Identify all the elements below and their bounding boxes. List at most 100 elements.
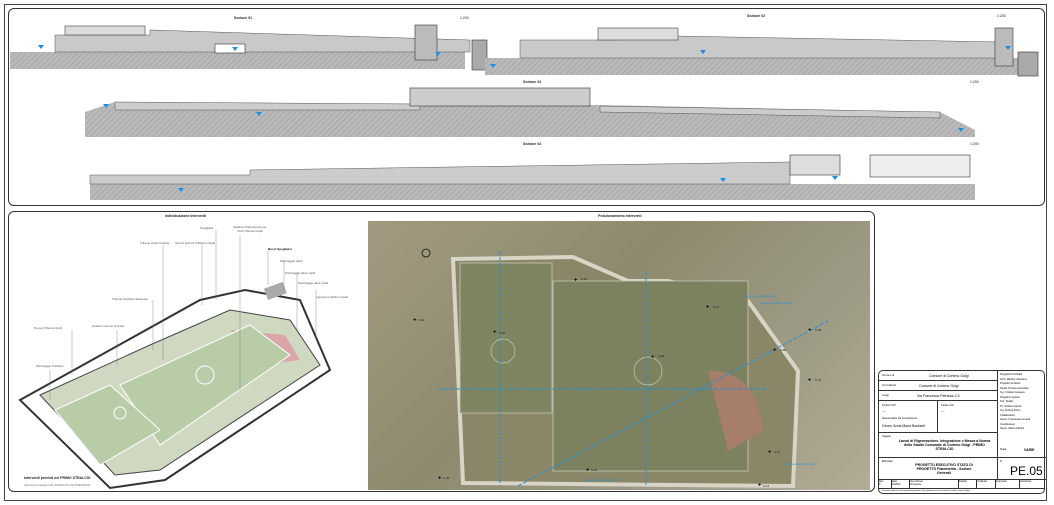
iso-label: Parcheggio atleti locali [298,281,329,285]
progettisti-item: Coordinatore [1000,422,1015,426]
ente-label: Comune di [882,374,895,377]
aerial-marker: S.05 [658,354,665,358]
elaborato-value: PROGETTO ESECUTIVO STATO DI PROGETTO Pla… [915,463,973,475]
committente-label: Committente [882,384,897,387]
svg-text:✚: ✚ [574,277,578,282]
rev-cell: - [995,483,997,486]
scala-value: VARIE [1024,448,1035,452]
rev-cell: - [977,483,979,486]
section-04 [89,154,975,200]
section-03-scale: 1:200 [970,80,979,84]
aerial-photo: ✚✚✚✚ ✚✚✚✚ ✚✚✚✚ [368,221,870,490]
rev-header: Approvato [995,480,1007,483]
progettisti-item: Geom. Francesca Lunardi [1000,418,1030,421]
rev-header: Redatto [958,480,967,483]
rev-cell: 0 [879,483,881,486]
progettisti-item: P.I. Andrea Caruso [1000,404,1022,408]
iso-label: Parcheggio Pubblico [36,364,64,368]
resp-label: Responsabile del procedimento [882,417,918,420]
rev-header: Descrizione [910,480,923,483]
aerial-marker: S.06 [780,348,787,352]
aerial-marker: S.03 [581,277,588,281]
tav-label: N. [1000,460,1003,463]
progettisti-item: Progettisti Architetti [1000,373,1023,376]
tav-number: PE.05 [1010,464,1043,478]
aerial-overlay: ✚✚✚✚ ✚✚✚✚ ✚✚✚✚ [413,248,829,489]
svg-text:✚: ✚ [586,467,590,472]
aerial-marker: S.02 [499,331,506,335]
section-02-scale: 1:200 [997,14,1006,18]
luogo-value: Via Francesco Petrarca 2-4 [917,394,960,398]
progettisti-item: Ing. Cristian Caruana [1000,391,1025,394]
rev-header: Rev. [879,480,884,483]
rev-cell: - [958,483,960,486]
iso-label: Servizi Igienici Pubblico Ospiti [175,241,216,245]
aerial-marker: S.11 [774,450,780,454]
iso-label: Spogliatoi [200,226,214,230]
section-03-title: Sezione 03 [523,80,542,84]
iso-label: Nuovi Spogliatoi [268,247,292,251]
section-04-scale: 1:200 [970,142,979,146]
aerial-marker: S.01 [418,318,425,322]
aerial-title: Posizionamento interventi [598,214,642,218]
rev-cell: 04/2023 [891,483,901,486]
cig-label: Codice CIG [941,404,954,407]
progettisti-item: S.R. Studio [1000,400,1014,403]
aerial-marker: S.10 [591,468,598,472]
svg-text:✚: ✚ [438,475,442,480]
iso-label: Ingresso pubblico locale [316,295,349,299]
iso-label: Stallone Ristrutturato per Club Tribuna … [233,225,267,233]
progettisti-item: Arch. Martino Carissimi [1000,377,1027,381]
aerial-marker: S.08 [815,328,822,332]
sheet-border [4,4,1047,501]
aerial-note: Ingresso pubblico ospiti [785,462,817,466]
aerial-note: Ingresso Pubblico Ospiti [585,478,618,482]
ente-value: Comune di Corteno Golgi [929,374,969,378]
svg-text:✚: ✚ [493,329,497,334]
aerial-note: Ingresso pubblico locale [760,301,793,305]
aerial-marker: S.04 [713,305,720,309]
progettisti-item: Progetto Strutture [1000,382,1021,385]
resp-value: Geom. Anna Maria Bonfanti [882,424,925,428]
svg-text:✚: ✚ [808,377,812,382]
aerial-marker: S.07 [815,378,822,382]
iso-caption-sub: Interventi previsti nello STRALCIO SUCCE… [24,483,91,487]
iso-label: Parcheggio atleti [280,259,303,263]
svg-text:✚: ✚ [651,354,655,359]
iso-label: Parcheggio atleti ospiti [285,271,316,275]
iso-label: Nuova Tribuna Ospiti [34,326,63,330]
svg-text:✚: ✚ [808,327,812,332]
svg-text:✚: ✚ [413,317,417,322]
cup-value: --- [882,409,886,413]
section-04-title: Sezione 04 [523,142,542,146]
oggetto-value: Lavori di Rigenerazione, Integrazione e … [898,439,991,451]
iso-caption: Interventi previsti nel PRIMO STRALCIO [24,476,91,480]
iso-title: Individuazione interventi [165,214,207,218]
aerial-marker: S.09 [443,476,450,480]
section-03 [85,87,975,137]
section-01 [10,24,488,71]
progettisti-item: Geom. Marco Martini [1000,427,1025,430]
title-block-footer: Il presente elaborato è di proprietà dei… [882,490,971,492]
section-01-scale: 1:200 [460,16,469,20]
level-markers [38,45,1011,192]
progettisti: Progettisti Architetti Arch. Martino Car… [1000,373,1044,432]
title-block: Comune di Comune di Corteno Golgi Commit… [878,370,1046,494]
elaborato-label: Elaborato [882,460,893,463]
svg-text:✚: ✚ [768,449,772,454]
svg-text:✚: ✚ [773,347,777,352]
rev-header: Verificato [977,480,988,483]
scala-label: Scala [1000,448,1007,451]
iso-label: Tribuna Ospitanti Esistente [112,297,148,301]
aerial-marker: S.12 [763,484,770,488]
rev-header: Data [891,480,897,483]
section-01-title: Sezione 01 [234,16,253,20]
iso-label: Tribuna Ospiti Grande [140,241,170,245]
luogo-label: Luogo [882,394,889,397]
svg-text:✚: ✚ [706,304,710,309]
progettisti-item: Collaboratori [1000,413,1015,417]
rev-cell: - [1020,483,1022,486]
